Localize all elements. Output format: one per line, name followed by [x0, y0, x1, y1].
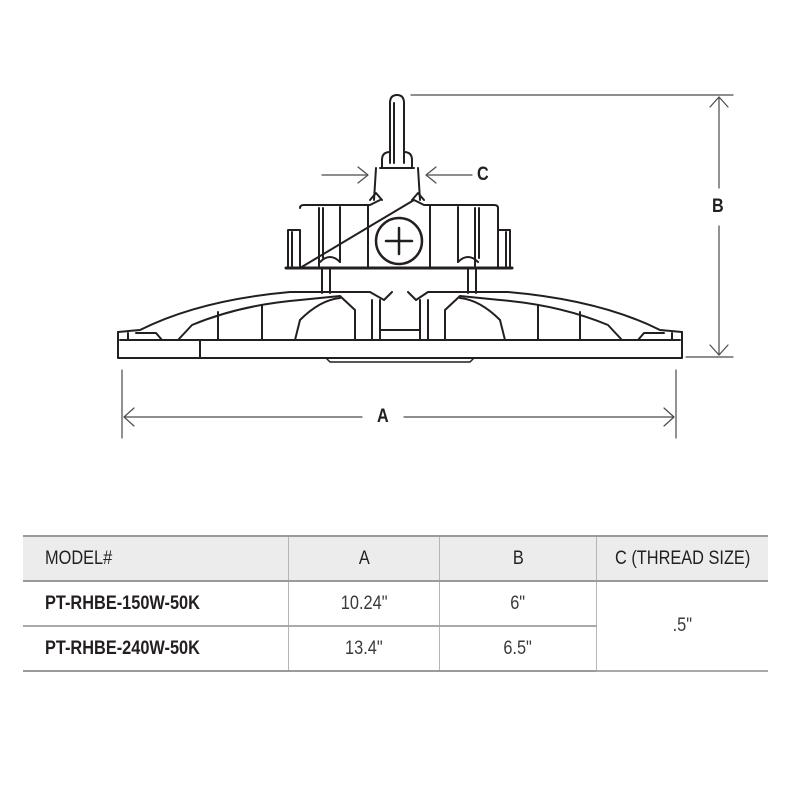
dimension-label-a: A — [377, 406, 389, 427]
a-cell: 13.4" — [288, 626, 440, 672]
phillips-screw-icon — [374, 216, 424, 266]
c-thread-size-cell: .5" — [596, 581, 768, 672]
b-cell: 6" — [439, 581, 597, 627]
model-cell: PT-RHBE-240W-50K — [23, 626, 289, 672]
a-cell: 10.24" — [288, 581, 440, 627]
model-value: PT-RHBE-240W-50K — [45, 637, 200, 659]
dimensions-spec-table: MODEL# A B C (THREAD SIZE) PT-RHBE-150W-… — [23, 535, 768, 672]
driver-housing — [284, 199, 514, 270]
header-b-label: B — [512, 547, 524, 569]
table-header-row: MODEL# A B C (THREAD SIZE) — [23, 535, 768, 582]
table-row: PT-RHBE-240W-50K 13.4" 6.5" — [23, 626, 768, 672]
dimension-lines — [121, 94, 734, 439]
table-row: PT-RHBE-150W-50K 10.24" 6" .5" — [23, 581, 768, 672]
header-c-label: C (THREAD SIZE) — [614, 547, 751, 569]
dimension-label-c: C — [477, 164, 489, 185]
dimension-label-b: B — [712, 196, 724, 217]
model-value: PT-RHBE-150W-50K — [45, 592, 200, 614]
c-value: .5" — [672, 615, 693, 636]
model-cell: PT-RHBE-150W-50K — [23, 581, 289, 627]
support-posts — [321, 267, 477, 294]
a-value: 10.24" — [340, 592, 388, 614]
b-cell: 6.5" — [439, 626, 597, 672]
header-b: B — [439, 535, 597, 582]
header-model-label: MODEL# — [45, 547, 113, 569]
thread-neck — [369, 167, 425, 201]
header-c-thread-size: C (THREAD SIZE) — [596, 535, 768, 582]
header-model: MODEL# — [23, 535, 289, 582]
header-a-label: A — [358, 547, 370, 569]
a-value: 13.4" — [345, 637, 383, 659]
fixture-dimension-drawing — [117, 94, 734, 439]
b-value: 6.5" — [503, 637, 533, 659]
header-a: A — [288, 535, 440, 582]
heatsink-body — [117, 291, 683, 363]
hook-mount-icon — [379, 94, 415, 169]
b-value: 6" — [510, 592, 526, 614]
